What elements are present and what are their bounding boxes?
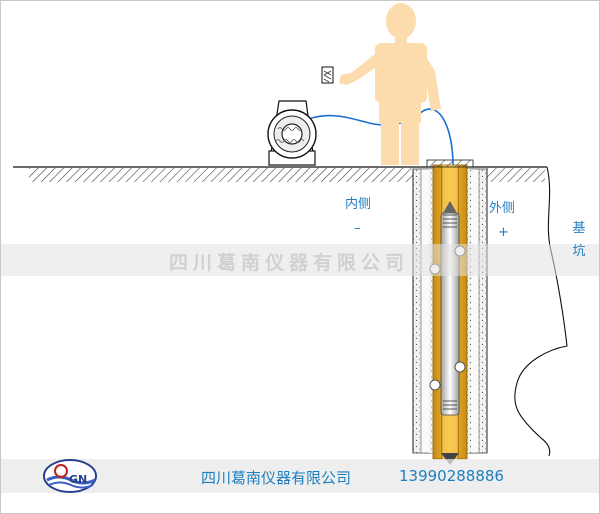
footer-band — [1, 459, 599, 493]
pit-wall-line — [514, 166, 568, 457]
cable-reel — [267, 100, 317, 166]
inner-side-sign: – — [354, 221, 361, 236]
pit-label: 基 坑 — [571, 217, 587, 263]
inner-side-label: 内侧 — [345, 197, 372, 212]
footer-company: 四川葛南仪器有限公司 — [201, 469, 352, 487]
logo-text: GN — [69, 473, 87, 486]
company-logo: GN — [43, 459, 97, 493]
operator-figure — [339, 3, 441, 165]
pit-label-char1: 基 — [572, 221, 586, 236]
watermark-band — [1, 244, 599, 276]
pit-label-char2: 坑 — [572, 244, 586, 259]
outer-side-sign: + — [498, 225, 509, 240]
readout-unit — [321, 66, 334, 84]
footer-phone: 13990288886 — [399, 467, 504, 485]
watermark-text: 四川葛南仪器有限公司 — [169, 252, 410, 274]
casing-cap — [426, 159, 474, 168]
outer-side-label: 外侧 — [489, 201, 516, 216]
